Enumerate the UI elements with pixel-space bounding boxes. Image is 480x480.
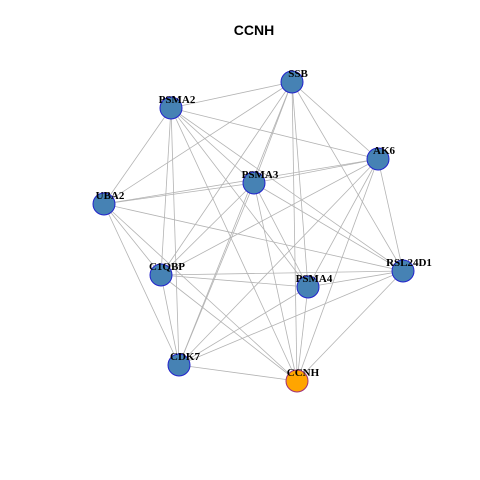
node-uba2[interactable] <box>92 192 116 216</box>
node-layer <box>92 70 415 393</box>
edge-uba2-ccnh <box>103 203 298 382</box>
edge-ssb-psma4 <box>291 81 309 288</box>
node-label-ccnh: CCNH <box>287 367 320 379</box>
node-psma3[interactable] <box>242 171 266 195</box>
edge-ssb-c1qbp <box>160 81 293 276</box>
edge-psma3-c1qbp <box>160 182 255 276</box>
node-label-ak6: AK6 <box>373 145 396 157</box>
edge-ssb-psma2 <box>170 81 293 109</box>
edge-c1qbp-ccnh <box>160 274 298 382</box>
node-label-psma4: PSMA4 <box>296 273 333 285</box>
edge-psma2-ccnh <box>170 107 298 382</box>
edge-psma3-rsl24d1 <box>253 182 404 272</box>
edge-psma3-ccnh <box>253 182 298 382</box>
edge-psma3-uba2 <box>103 182 255 205</box>
edge-rsl24d1-cdk7 <box>178 270 404 366</box>
edge-cdk7-ccnh <box>178 364 298 382</box>
node-label-cdk7: CDK7 <box>170 351 200 363</box>
edge-ak6-psma4 <box>307 158 379 288</box>
node-label-psma3: PSMA3 <box>242 169 279 181</box>
node-label-psma2: PSMA2 <box>159 94 196 106</box>
node-label-uba2: UBA2 <box>96 190 125 202</box>
node-cdk7[interactable] <box>167 353 191 377</box>
edge-psma2-cdk7 <box>170 107 180 366</box>
edge-rsl24d1-psma4 <box>307 270 404 288</box>
edge-c1qbp-cdk7 <box>160 274 180 366</box>
edge-uba2-rsl24d1 <box>103 203 404 272</box>
edge-psma2-psma3 <box>170 107 255 184</box>
edge-ssb-ak6 <box>291 81 379 160</box>
node-ak6[interactable] <box>366 147 390 171</box>
edge-rsl24d1-ccnh <box>296 270 404 382</box>
node-label-rsl24d1: RSL24D1 <box>386 257 432 269</box>
node-ssb[interactable] <box>280 70 304 94</box>
edge-psma4-ccnh <box>296 286 309 382</box>
node-c1qbp[interactable] <box>149 263 173 287</box>
edge-layer <box>103 81 404 382</box>
node-psma2[interactable] <box>159 96 183 120</box>
node-ccnh[interactable] <box>285 369 309 393</box>
edge-uba2-cdk7 <box>103 203 180 366</box>
edge-ak6-rsl24d1 <box>377 158 404 272</box>
node-label-c1qbp: C1QBP <box>149 261 185 273</box>
node-label-ssb: SSB <box>288 68 308 80</box>
node-rsl24d1[interactable] <box>391 259 415 283</box>
edge-psma2-c1qbp <box>160 107 172 276</box>
edge-ssb-ccnh <box>291 81 298 382</box>
edge-psma3-psma4 <box>253 182 309 288</box>
edge-ak6-uba2 <box>103 158 379 205</box>
edge-psma4-cdk7 <box>178 286 309 366</box>
edge-ssb-rsl24d1 <box>291 81 404 272</box>
edge-c1qbp-psma4 <box>160 274 309 288</box>
edge-psma2-uba2 <box>103 107 172 205</box>
edge-ssb-cdk7 <box>178 81 293 366</box>
node-psma4[interactable] <box>296 275 320 299</box>
edge-ak6-ccnh <box>296 158 379 382</box>
edge-uba2-c1qbp <box>103 203 162 276</box>
edge-psma2-ak6 <box>170 107 379 160</box>
diagram-title: CCNH <box>234 22 274 38</box>
edge-c1qbp-rsl24d1 <box>160 270 404 276</box>
edge-ak6-cdk7 <box>178 158 379 366</box>
edge-ak6-psma3 <box>253 158 379 184</box>
edge-ak6-c1qbp <box>160 158 379 276</box>
edge-psma2-rsl24d1 <box>170 107 404 272</box>
